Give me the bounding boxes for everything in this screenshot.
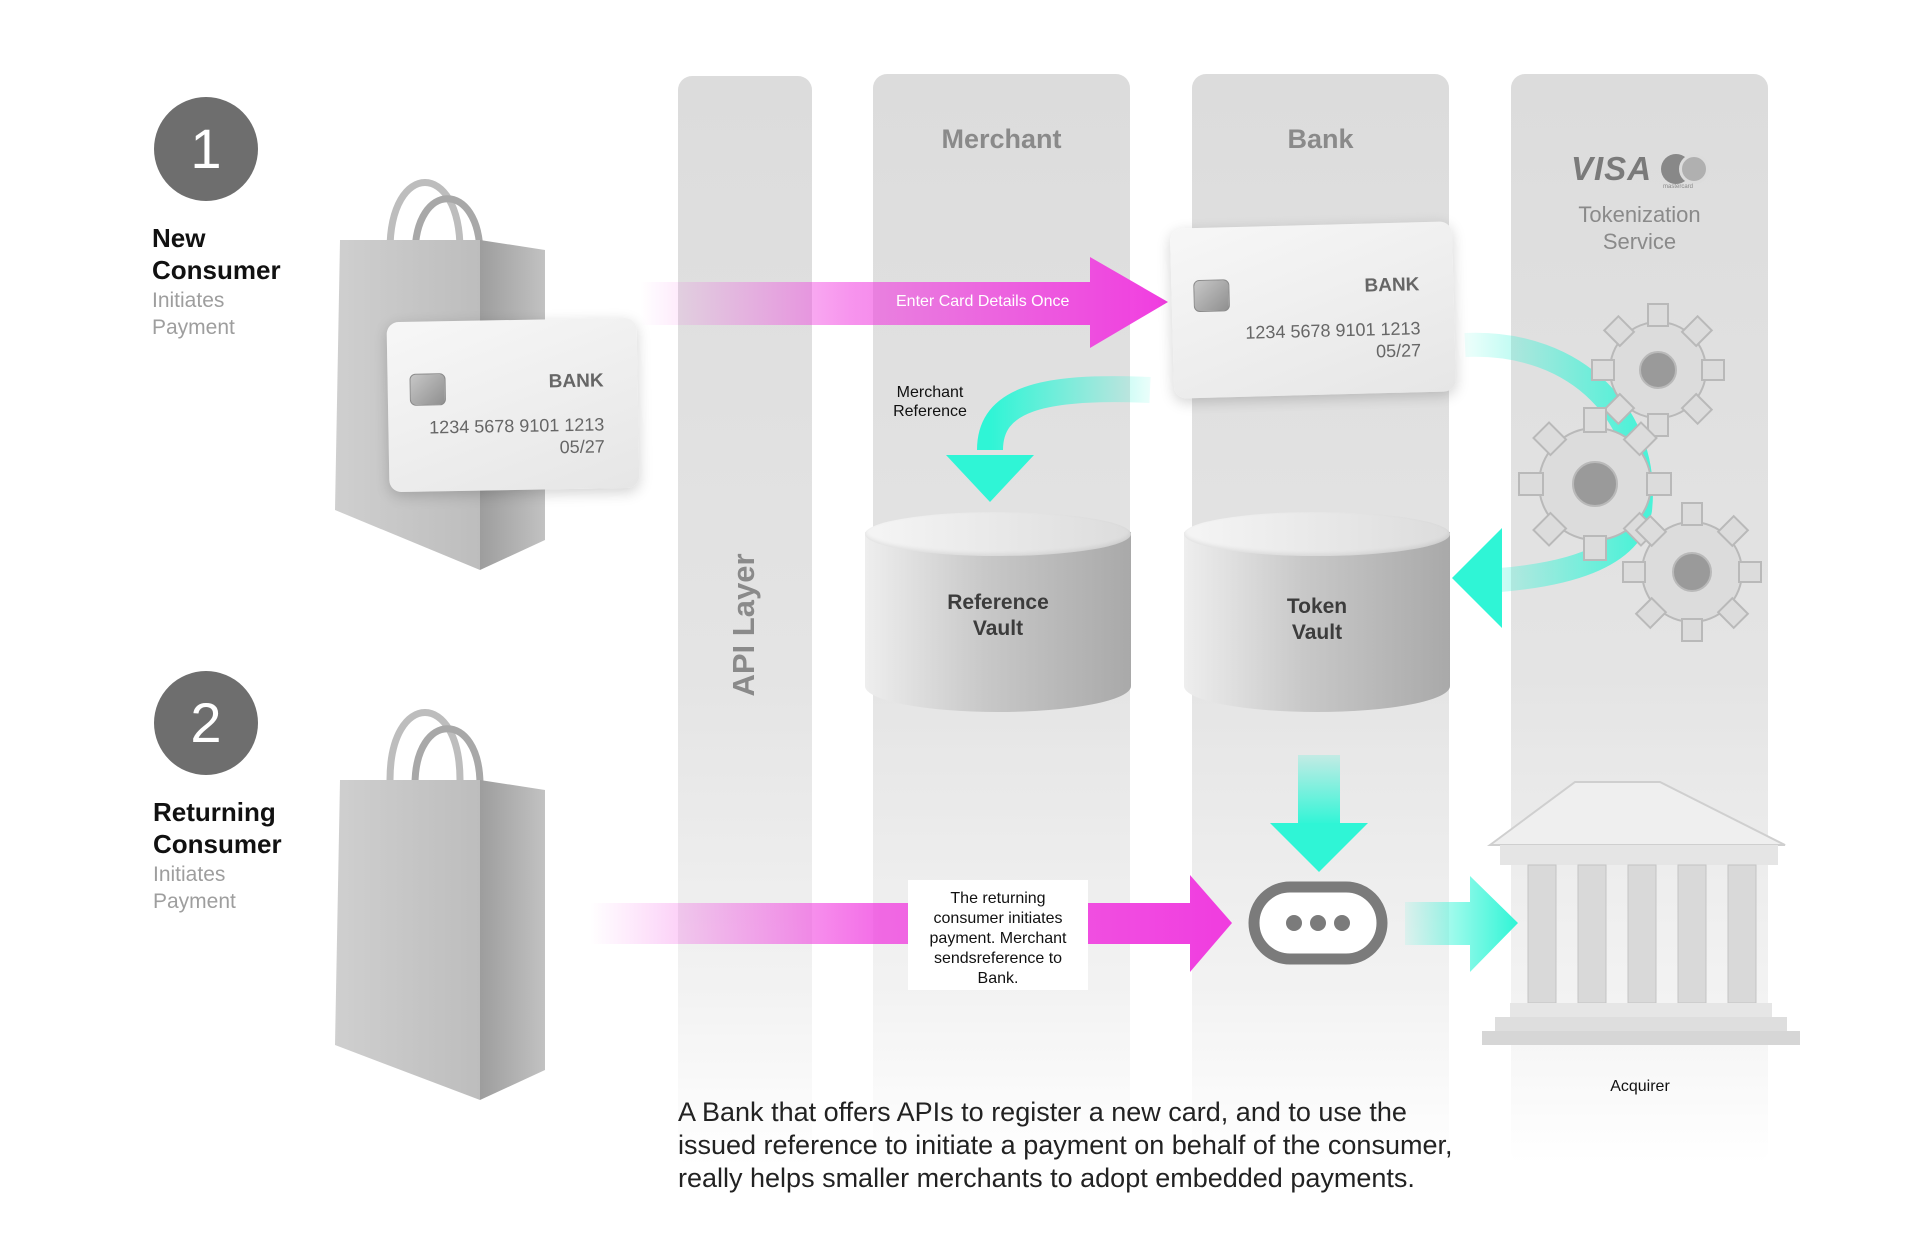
caption-line3: really helps smaller merchants to adopt … [678, 1163, 1415, 1193]
returning-line3: payment. Merchant [929, 930, 1067, 947]
returning-line4: sendsreference to [933, 950, 1063, 967]
step-2-circle: 2 [154, 671, 258, 775]
visa-logo: VISA [1571, 150, 1653, 187]
step-2-sub-line1: Initiates [153, 863, 226, 886]
mastercard-wordmark: mastercard [1663, 184, 1694, 190]
reference-vault-line2: Vault [972, 617, 1024, 640]
token-vault: Token Vault [1184, 512, 1450, 732]
returning-label-box [908, 880, 1088, 990]
reference-vault-line1: Reference [947, 591, 1049, 614]
mastercard-logo: mastercard [1661, 154, 1711, 190]
card-bank: BANK 1234 5678 9101 1213 05/27 [1169, 221, 1457, 399]
returning-line2: consumer initiates [933, 910, 1063, 927]
card-bank-name-2: BANK [1364, 274, 1420, 297]
returning-line5: Bank. [977, 970, 1019, 987]
api-layer-lane [678, 76, 812, 1166]
step-2-sub-line2: Payment [153, 890, 236, 913]
step-2-title-line2: Consumer [153, 829, 282, 859]
merchant-reference-label-line2: Reference [893, 403, 967, 420]
step-1-title-line1: New [152, 223, 206, 253]
step-1-sub-line2: Payment [152, 316, 235, 339]
caption-line1: A Bank that offers APIs to register a ne… [678, 1097, 1407, 1127]
reference-vault: Reference Vault [865, 512, 1131, 732]
card-expiry-2: 05/27 [1375, 340, 1422, 362]
step-1-circle: 1 [154, 97, 258, 201]
step-1-title-line2: Consumer [152, 255, 281, 285]
tokenization-title-line1: Tokenization [1578, 202, 1701, 227]
shopping-bag-icon-2 [335, 709, 545, 1100]
acquirer-label: Acquirer [1610, 1078, 1670, 1095]
merchant-lane-title: Merchant [941, 124, 1062, 154]
token-vault-line2: Vault [1291, 621, 1343, 644]
returning-line1: The returning [950, 890, 1046, 907]
merchant-reference-label-line1: Merchant [896, 384, 964, 401]
step-2-title-line1: Returning [153, 797, 276, 827]
bank-lane-title: Bank [1287, 124, 1354, 154]
token-vault-line1: Token [1286, 595, 1348, 618]
tokenization-title-line2: Service [1602, 229, 1677, 254]
enter-card-label: Enter Card Details Once [896, 293, 1070, 310]
step-1-sub-line1: Initiates [152, 289, 225, 312]
caption-line2: issued reference to initiate a payment o… [678, 1130, 1453, 1160]
card-chip-icon-2 [1193, 279, 1231, 313]
